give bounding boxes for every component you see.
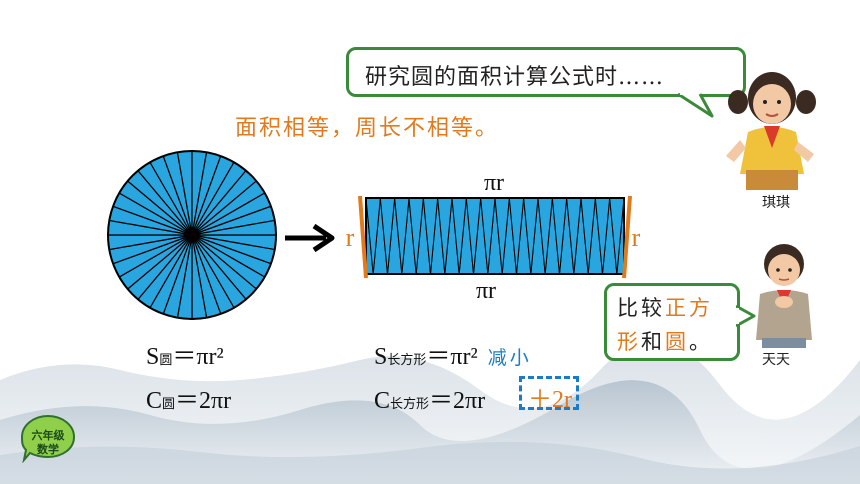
badge-line-1: 六年级: [31, 429, 65, 442]
boy-illustration: [756, 244, 812, 348]
formula-rect-perimeter-lhs: C: [374, 388, 391, 414]
formula-rect-area-lhs: S: [374, 344, 388, 370]
rectangle-left-edge: [358, 195, 368, 279]
bubble-right-text-2: 正方: [665, 296, 713, 320]
rectangle-outline: [365, 197, 625, 275]
formula-circle-perimeter-rhs: ＝2πr: [175, 388, 232, 414]
formula-circle-perimeter-lhs: C: [146, 388, 163, 414]
formula-circle-perimeter: C圆＝2πr: [146, 380, 231, 415]
formula-rect-area-note: 减小: [487, 347, 532, 369]
badge-line-2: 数学: [37, 443, 59, 456]
formula-rect-area-rhs: ＝πr²: [426, 344, 478, 370]
bubble-right-text-1: 比较: [617, 296, 665, 320]
headline: 面积相等，周长不相等。: [235, 116, 500, 141]
formula-circle-area-lhs: S: [146, 344, 160, 370]
bubble-right-text-4: 和: [641, 330, 665, 354]
girl-illustration: [726, 72, 816, 190]
rectangle-right-edge: [622, 195, 632, 279]
formula-rect-perimeter: C长方形＝2πr: [374, 380, 485, 415]
plus-2r-text: ＋2r: [528, 387, 572, 413]
formula-circle-perimeter-sub: 圆: [162, 397, 176, 412]
rect-right-label: r: [632, 223, 641, 252]
bubble-right-text-6: 。: [689, 330, 713, 354]
formula-rect-area: S长方形＝πr² 减小: [374, 336, 532, 371]
badge-shape: [20, 414, 76, 463]
formula-circle-area-sub: 圆: [159, 353, 173, 368]
speech-bubble-right-tail: [736, 304, 756, 328]
rect-bottom-label: πr: [476, 278, 496, 304]
formula-circle-area: S圆＝πr²: [146, 336, 224, 371]
speech-bubble-top-text: 研究圆的面积计算公式时……: [365, 65, 665, 90]
formula-rect-area-sub: 长方形: [387, 353, 427, 368]
plus-2r-box: ＋2r: [519, 376, 579, 413]
rect-left-label: r: [346, 223, 355, 252]
arrow-icon: [285, 223, 335, 253]
girl-name: 琪琪: [762, 195, 790, 211]
bubble-right-text-5: 圆: [665, 330, 689, 354]
speech-bubble-top-tail: [677, 92, 714, 118]
rectangle-strips: [365, 197, 625, 275]
circle-center: [189, 232, 195, 238]
formula-rect-perimeter-sub: 长方形: [390, 397, 430, 412]
bubble-right-text-3: 形: [617, 330, 641, 354]
boy-name: 天天: [762, 352, 790, 368]
circle-outline: [107, 150, 277, 320]
grade-badge: 六年级 数学: [18, 413, 78, 463]
formula-rect-perimeter-rhs: ＝2πr: [429, 388, 486, 414]
rect-top-label: πr: [484, 170, 504, 196]
speech-bubble-right: 比较正方 形和圆。: [604, 283, 740, 361]
speech-bubble-top: 研究圆的面积计算公式时……: [346, 47, 746, 97]
formula-circle-area-rhs: ＝πr²: [172, 344, 224, 370]
